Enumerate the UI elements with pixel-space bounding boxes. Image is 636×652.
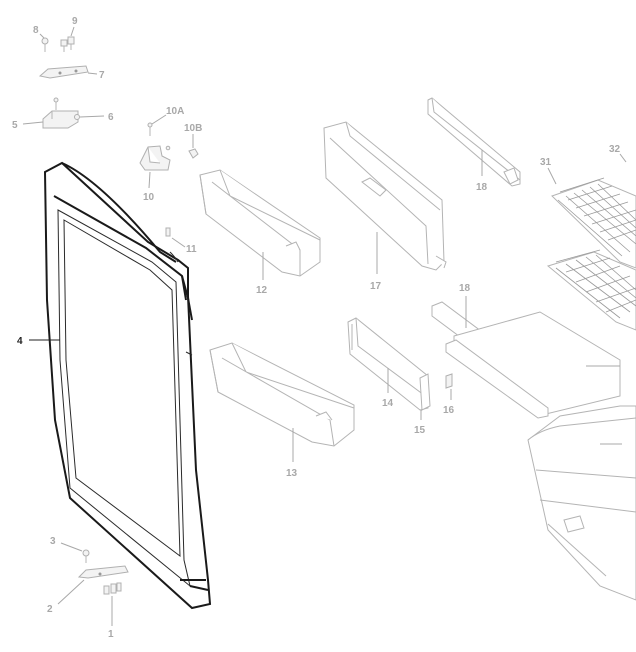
crisper-drawer	[527, 405, 636, 601]
label-7: 7	[99, 70, 105, 81]
part-11-clip	[165, 227, 186, 248]
label-2: 2	[47, 604, 53, 615]
part-16-clip	[445, 373, 453, 400]
label-31: 31	[540, 157, 552, 168]
label-6: 6	[108, 112, 114, 123]
label-10a: 10A	[166, 106, 184, 117]
label-11: 11	[186, 244, 197, 255]
part-7-hinge-plate	[38, 65, 98, 79]
part-18-glass-shelf	[431, 296, 621, 419]
part-10b-clip	[188, 134, 199, 159]
label-15: 15	[414, 425, 426, 436]
label-8: 8	[33, 25, 39, 36]
label-10: 10	[143, 192, 155, 203]
label-9: 9	[72, 16, 78, 27]
part-10a-screw	[147, 114, 167, 136]
label-10b: 10B	[184, 123, 202, 134]
label-4: 4	[17, 336, 23, 347]
part-5-hinge-block	[22, 97, 79, 129]
label-18-top: 18	[476, 182, 488, 193]
label-18-lower: 18	[459, 283, 471, 294]
part-8-screw	[39, 33, 49, 52]
label-3: 3	[50, 536, 56, 547]
part-17-crisper-cover	[323, 121, 447, 274]
part-32-wire-shelf	[546, 153, 636, 331]
label-1: 1	[108, 629, 114, 640]
label-16: 16	[443, 405, 455, 416]
part-2-hinge-plate	[57, 565, 129, 605]
part-18-rail-top	[427, 97, 521, 187]
part-9-screws	[60, 26, 75, 52]
label-14: 14	[382, 398, 394, 409]
part-15-end-cap	[419, 373, 431, 420]
part-12-door-bin	[199, 169, 321, 280]
label-13: 13	[286, 468, 298, 479]
part-13-door-bin	[209, 342, 355, 462]
small-screw	[165, 145, 171, 151]
part-31-wire-shelf	[547, 167, 636, 269]
part-6-screw	[74, 114, 105, 120]
label-32: 32	[609, 144, 621, 155]
part-4-door	[43, 161, 212, 610]
part-14-shelf-guard	[347, 317, 429, 411]
part-10-hinge-bracket	[139, 145, 171, 189]
part-1-hinge-pin	[103, 582, 122, 626]
label-17: 17	[370, 281, 382, 292]
label-12: 12	[256, 285, 268, 296]
label-5: 5	[12, 120, 18, 131]
part-3-screw	[60, 542, 90, 563]
